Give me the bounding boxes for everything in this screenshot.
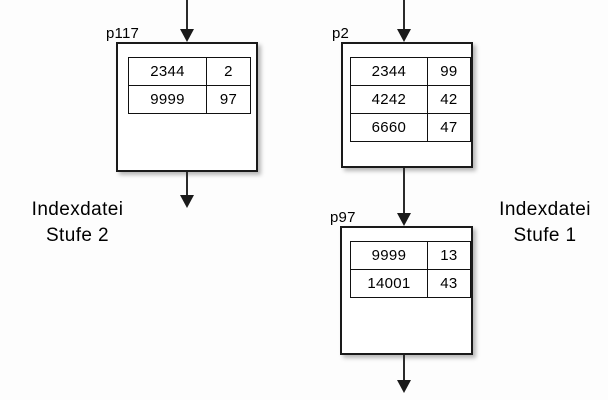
index-key-cell: 14001 bbox=[350, 269, 428, 298]
index-pointer-cell: 13 bbox=[426, 241, 472, 270]
table-row: 6660 47 bbox=[350, 113, 472, 142]
table-row: 2344 2 bbox=[128, 57, 251, 86]
table-row: 9999 97 bbox=[128, 85, 251, 114]
caption-right-line2: Stufe 1 bbox=[513, 225, 577, 246]
table-row: 9999 13 bbox=[350, 241, 472, 270]
arrow-shaft bbox=[186, 0, 188, 30]
index-table-p2: 2344 99 4242 42 6660 47 bbox=[350, 57, 472, 142]
table-row: 2344 99 bbox=[350, 57, 472, 86]
arrow-head bbox=[180, 29, 194, 42]
table-row: 14001 43 bbox=[350, 269, 472, 298]
caption-indexdatei-stufe-2: Indexdatei Stufe 2 bbox=[0, 197, 155, 249]
index-pointer-cell: 42 bbox=[426, 85, 472, 114]
arrow-head bbox=[397, 380, 411, 393]
index-key-cell: 4242 bbox=[350, 85, 428, 114]
caption-left-line1: Indexdatei bbox=[31, 199, 124, 220]
arrow-head bbox=[397, 213, 411, 226]
arrow-head bbox=[397, 29, 411, 42]
arrow-head bbox=[180, 195, 194, 208]
index-pointer-cell: 99 bbox=[426, 57, 472, 86]
block-label-p97: p97 bbox=[330, 209, 356, 226]
table-row: 4242 42 bbox=[350, 85, 472, 114]
block-p117: 2344 2 9999 97 bbox=[116, 42, 258, 172]
index-key-cell: 9999 bbox=[350, 241, 428, 270]
index-pointer-cell: 47 bbox=[426, 113, 472, 142]
arrow-shaft bbox=[403, 355, 405, 381]
block-label-p117: p117 bbox=[106, 25, 140, 42]
index-key-cell: 6660 bbox=[350, 113, 428, 142]
index-key-cell: 2344 bbox=[128, 57, 207, 86]
arrow-shaft bbox=[403, 168, 405, 214]
index-pointer-cell: 97 bbox=[206, 85, 251, 114]
index-pointer-cell: 2 bbox=[206, 57, 251, 86]
block-p97: 9999 13 14001 43 bbox=[340, 226, 473, 355]
block-label-p2: p2 bbox=[332, 25, 350, 42]
caption-right-line1: Indexdatei bbox=[499, 199, 591, 220]
block-p2: 2344 99 4242 42 6660 47 bbox=[341, 42, 473, 168]
caption-indexdatei-stufe-1: Indexdatei Stufe 1 bbox=[482, 197, 608, 249]
arrow-shaft bbox=[186, 172, 188, 196]
index-table-p117: 2344 2 9999 97 bbox=[128, 57, 251, 114]
index-table-p97: 9999 13 14001 43 bbox=[350, 241, 472, 298]
index-pointer-cell: 43 bbox=[426, 269, 472, 298]
index-key-cell: 2344 bbox=[350, 57, 428, 86]
arrow-shaft bbox=[403, 0, 405, 30]
index-key-cell: 9999 bbox=[128, 85, 207, 114]
caption-left-line2: Stufe 2 bbox=[45, 225, 109, 246]
